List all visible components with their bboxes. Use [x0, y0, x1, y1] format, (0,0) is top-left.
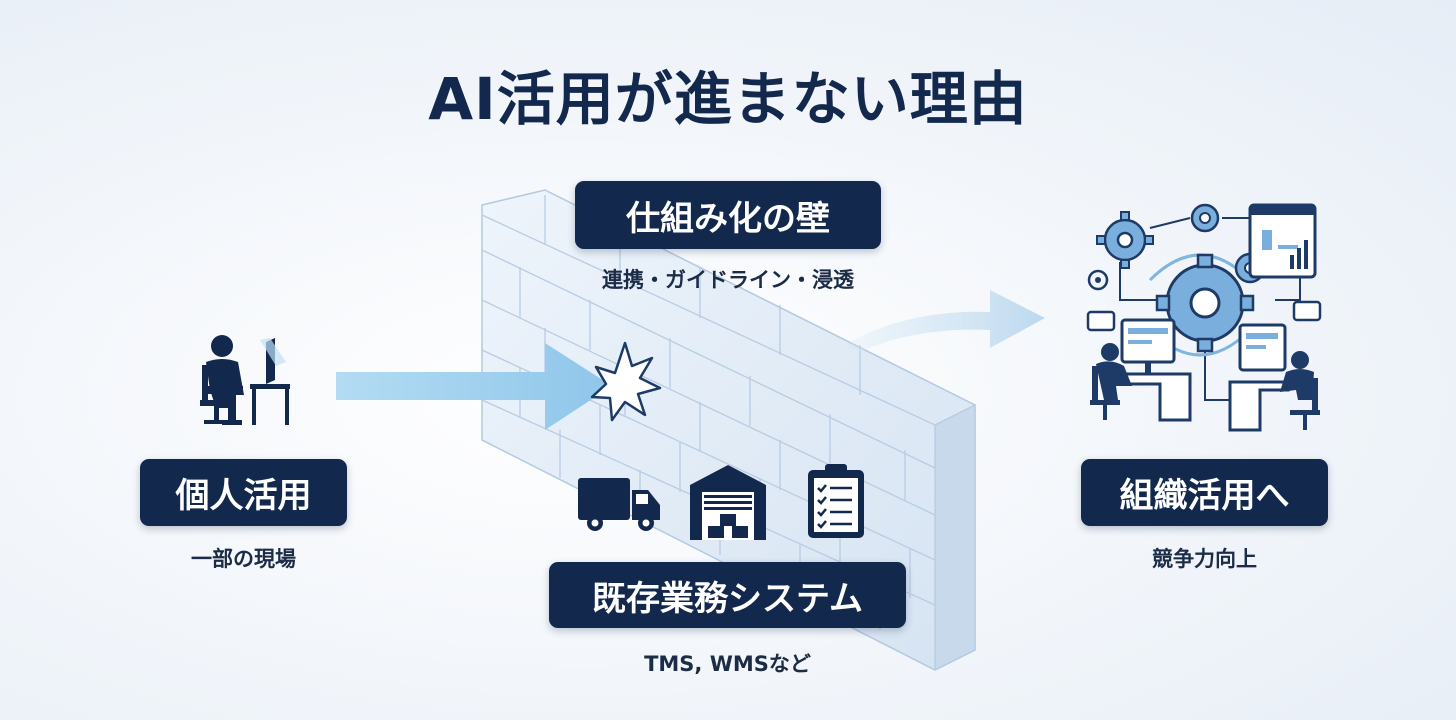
- personal-use-subtext: 一部の現場: [191, 547, 296, 571]
- legacy-system-label: 既存業務システム: [549, 562, 906, 628]
- organization-use-text: 組織活用へ: [1119, 476, 1290, 516]
- impact-burst-icon: [590, 341, 662, 422]
- person-at-desk-icon: [200, 335, 290, 425]
- legacy-system-subtext: TMS, WMSなど: [644, 652, 811, 676]
- systemization-wall-subtext: 連携・ガイドライン・浸透: [602, 268, 854, 292]
- personal-use-label: 個人活用: [140, 459, 347, 526]
- page-title: AI活用が進まない理由: [428, 65, 1028, 133]
- team-gears-icon: [1086, 203, 1322, 432]
- warehouse-icon: [690, 465, 766, 540]
- systemization-wall-text: 仕組み化の壁: [626, 198, 830, 239]
- checklist-icon: [808, 464, 864, 538]
- systemization-wall-label: 仕組み化の壁: [575, 181, 881, 249]
- truck-icon: [578, 478, 660, 531]
- blocked-arrow: [336, 343, 612, 430]
- curved-arrow: [845, 290, 1045, 352]
- personal-use-text: 個人活用: [175, 476, 312, 516]
- organization-use-label: 組織活用へ: [1081, 459, 1328, 526]
- brick-wall: [481, 189, 976, 671]
- legacy-system-text: 既存業務システム: [592, 578, 863, 619]
- organization-use-subtext: 競争力向上: [1152, 547, 1257, 571]
